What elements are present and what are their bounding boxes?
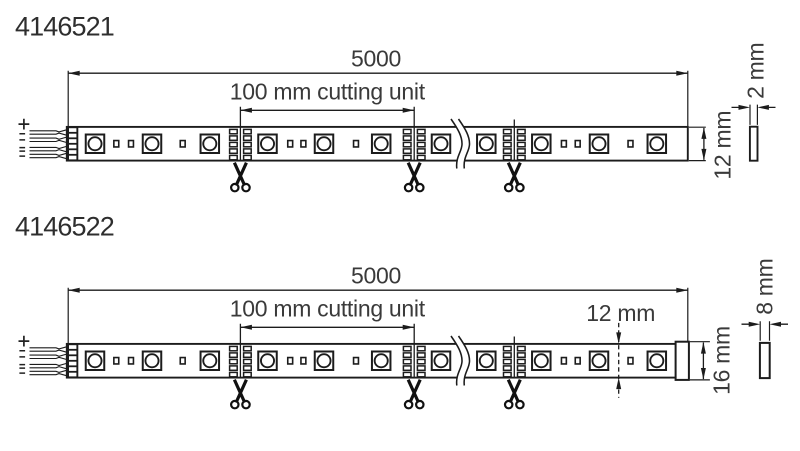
svg-text:16 mm: 16 mm: [709, 326, 735, 395]
svg-text:4146521: 4146521: [15, 12, 114, 42]
svg-text:8 mm: 8 mm: [752, 258, 778, 314]
svg-text:2 mm: 2 mm: [743, 43, 769, 99]
svg-text:4146522: 4146522: [15, 212, 114, 242]
svg-text:12 mm: 12 mm: [586, 300, 655, 326]
svg-text:12 mm: 12 mm: [709, 111, 735, 180]
